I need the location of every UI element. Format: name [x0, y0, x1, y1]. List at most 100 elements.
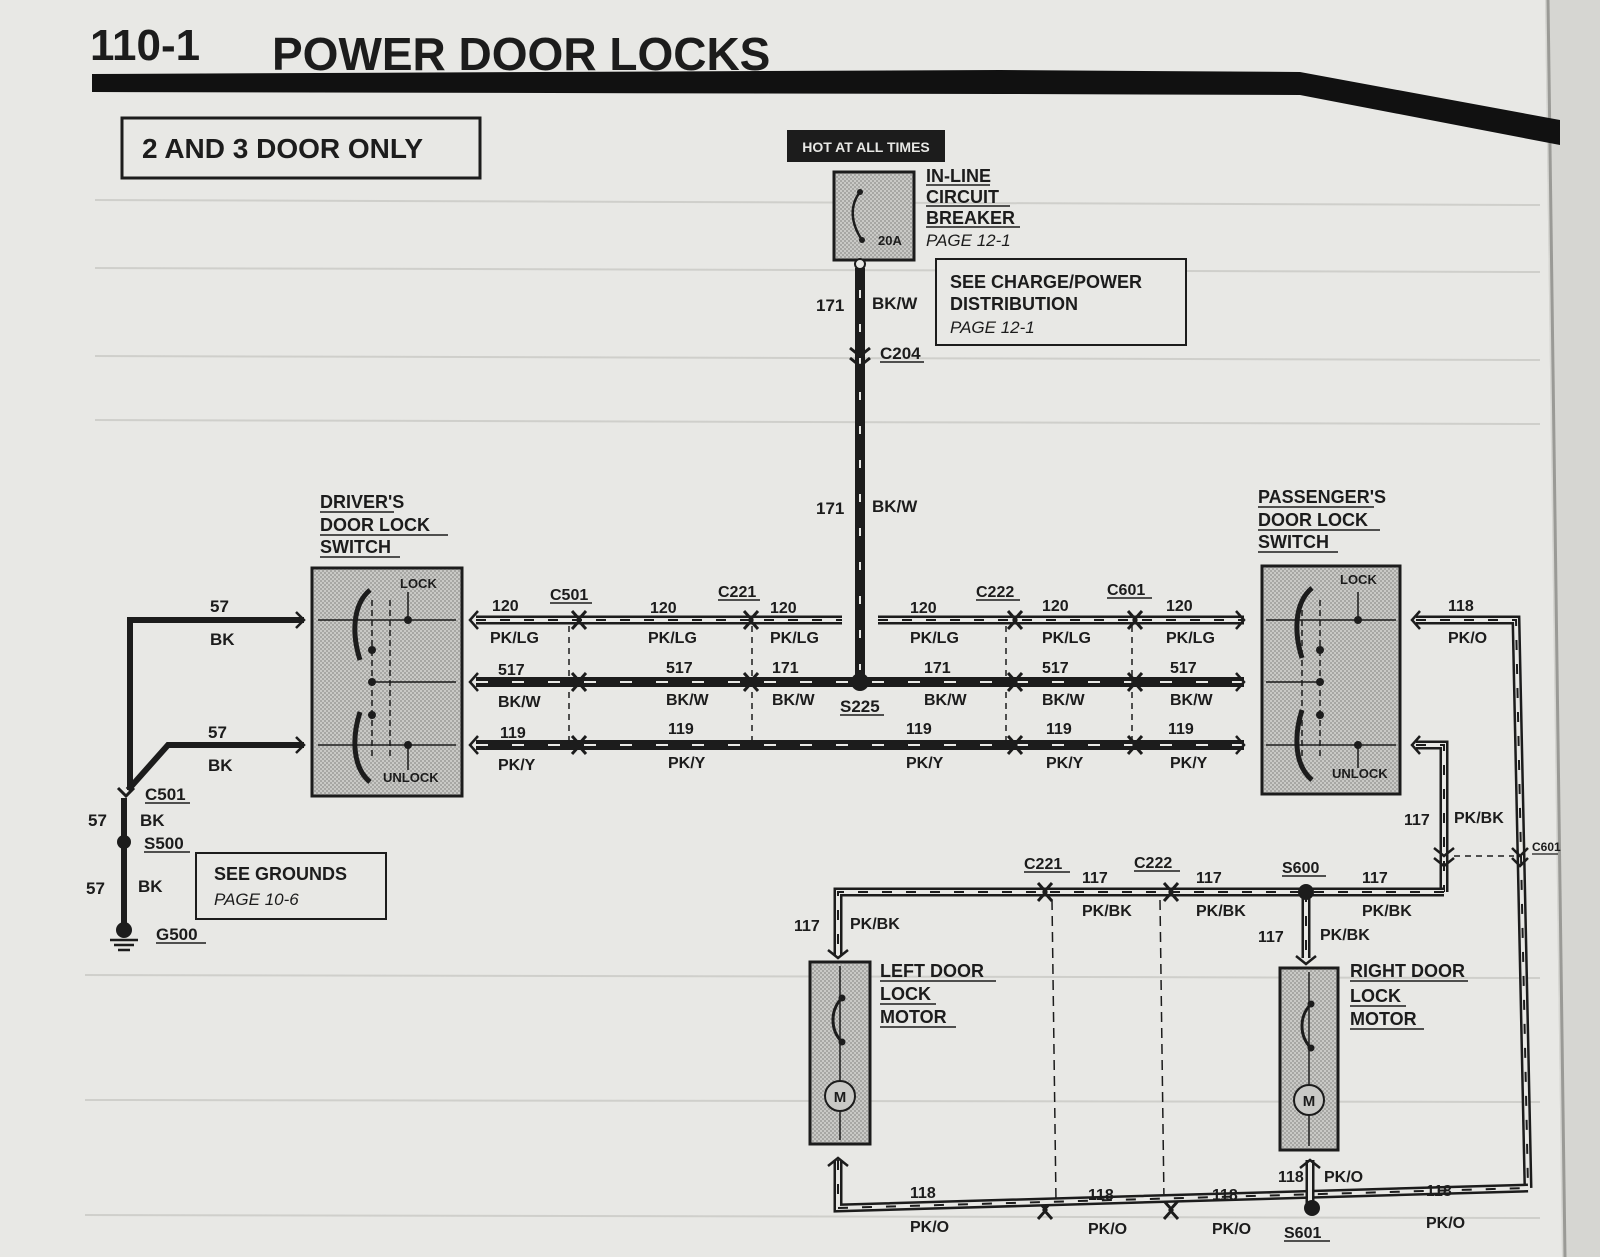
driver-lock-label: LOCK — [400, 576, 437, 591]
wire-118-color-c: PK/O — [1212, 1221, 1251, 1238]
wire-57-top — [127, 617, 304, 790]
passenger-door-lock-switch — [1260, 564, 1402, 796]
wire-57-num-d: 57 — [86, 879, 105, 898]
c601-bus-label: C601 — [1107, 582, 1145, 599]
svg-text:BK/W: BK/W — [924, 692, 968, 709]
charge-ref-2: DISTRIBUTION — [950, 294, 1078, 314]
grounds-ref: SEE GROUNDS — [214, 864, 347, 884]
s500-splice — [117, 835, 131, 849]
breaker-rating: 20A — [878, 233, 902, 248]
wire-117-color-c: PK/BK — [1362, 903, 1412, 920]
wire-117-num-d: 117 — [1258, 929, 1284, 946]
wire-117-color-e: PK/BK — [850, 916, 900, 933]
row-517-labels: 517 BK/W 517 BK/W 171 BK/W 171 BK/W 517 … — [498, 660, 1214, 711]
g500-label: G500 — [156, 925, 198, 944]
passenger-unlock-label: UNLOCK — [1332, 766, 1388, 781]
wire-117-num-c: 117 — [1362, 870, 1388, 887]
section-number: 110-1 — [90, 21, 200, 70]
wire-117-color-r: PK/BK — [1454, 810, 1504, 827]
row-119-labels: 119 PK/Y 119 PK/Y 119 PK/Y 119 PK/Y 119 … — [498, 721, 1208, 774]
page-edge — [1546, 0, 1567, 1257]
wire-118-num-s601: 118 — [1278, 1169, 1304, 1186]
wire-end-brackets — [468, 610, 1246, 755]
c204-connector — [849, 346, 871, 368]
wire-118-num-d: 118 — [1426, 1183, 1452, 1200]
right-motor-label-3: MOTOR — [1350, 1009, 1417, 1029]
c501-left-label: C501 — [145, 785, 186, 804]
right-motor-label-1: RIGHT DOOR — [1350, 961, 1465, 981]
s600-splice — [1298, 884, 1314, 900]
wire-118-num-r: 118 — [1448, 598, 1474, 615]
svg-text:120: 120 — [770, 600, 797, 617]
svg-text:517: 517 — [666, 660, 693, 677]
c501-bus-label: C501 — [550, 587, 588, 604]
wire-171-num-top: 171 — [816, 296, 844, 315]
row-120-labels: 120 PK/LG 120 PK/LG 120 PK/LG 120 PK/LG … — [490, 598, 1215, 647]
lower-dashed-joins — [1051, 899, 1165, 1203]
svg-text:517: 517 — [1170, 660, 1197, 677]
c601-right-label: C601 — [1532, 840, 1561, 854]
wire-117-color-a: PK/BK — [1082, 903, 1132, 920]
charge-ref-1: SEE CHARGE/POWER — [950, 272, 1142, 292]
charge-ref-box — [935, 258, 1187, 346]
svg-text:517: 517 — [1042, 660, 1069, 677]
breaker-name-1: IN-LINE — [926, 166, 991, 186]
svg-text:PK/Y: PK/Y — [1046, 755, 1084, 772]
svg-text:PK/Y: PK/Y — [1170, 755, 1208, 772]
c221-lower-label: C221 — [1024, 856, 1062, 873]
right-motor-symbol — [1293, 1084, 1325, 1116]
g500-ground-symbol — [110, 922, 138, 952]
wire-57-color-d: BK — [138, 877, 163, 896]
breaker-page: PAGE 12-1 — [926, 231, 1011, 250]
svg-text:BK/W: BK/W — [1042, 692, 1086, 709]
svg-text:120: 120 — [910, 600, 937, 617]
wire-117-color-d: PK/BK — [1320, 927, 1370, 944]
scope-label: 2 AND 3 DOOR ONLY — [142, 133, 423, 164]
s225-splice — [851, 673, 869, 691]
driver-switch-label-3: SWITCH — [320, 537, 391, 557]
svg-text:119: 119 — [1168, 721, 1194, 738]
wire-118-num-a: 118 — [910, 1185, 936, 1202]
svg-text:PK/LG: PK/LG — [490, 630, 539, 647]
wire-171-color-top: BK/W — [872, 294, 918, 313]
wire-117-num-a: 117 — [1082, 870, 1108, 887]
page-title: POWER DOOR LOCKS — [272, 28, 770, 80]
svg-text:119: 119 — [500, 725, 526, 742]
wire-57-color-b: BK — [208, 756, 233, 775]
wire-57-num-b: 57 — [208, 723, 227, 742]
wire-57-num-a: 57 — [210, 597, 229, 616]
svg-text:PK/Y: PK/Y — [498, 757, 536, 774]
left-motor-symbol — [824, 1080, 856, 1112]
wire-118-bottom — [833, 1160, 1529, 1213]
svg-text:517: 517 — [498, 662, 525, 679]
grounds-page: PAGE 10-6 — [214, 890, 299, 909]
s225-label: S225 — [840, 697, 880, 716]
svg-text:BK/W: BK/W — [1170, 692, 1214, 709]
inline-connectors — [570, 610, 1144, 755]
wire-118-color-r: PK/O — [1448, 630, 1487, 647]
wire-57-bottom — [125, 742, 304, 792]
left-motor-label-2: LOCK — [880, 984, 931, 1004]
driver-switch-label-2: DOOR LOCK — [320, 515, 430, 535]
svg-text:BK/W: BK/W — [666, 692, 710, 709]
hot-banner — [787, 130, 945, 162]
breaker-name-2: CIRCUIT — [926, 187, 999, 207]
left-motor-label-3: MOTOR — [880, 1007, 947, 1027]
c221-bus-label: C221 — [718, 584, 756, 601]
driver-unlock-label: UNLOCK — [383, 770, 439, 785]
wire-118-color-b: PK/O — [1088, 1221, 1127, 1238]
scope-box — [120, 116, 482, 180]
wire-117-num-e: 117 — [794, 918, 820, 935]
s500-label: S500 — [144, 834, 184, 853]
wire-171-color-mid: BK/W — [872, 497, 918, 516]
svg-text:M: M — [834, 1089, 847, 1106]
hot-label: HOT AT ALL TIMES — [802, 139, 930, 155]
c501-left-connector — [116, 786, 136, 799]
book-gutter — [1545, 0, 1600, 1257]
svg-text:PK/LG: PK/LG — [1042, 630, 1091, 647]
svg-text:120: 120 — [492, 598, 519, 615]
svg-text:PK/LG: PK/LG — [910, 630, 959, 647]
passenger-switch-label-3: SWITCH — [1258, 532, 1329, 552]
right-motor-label-2: LOCK — [1350, 986, 1401, 1006]
